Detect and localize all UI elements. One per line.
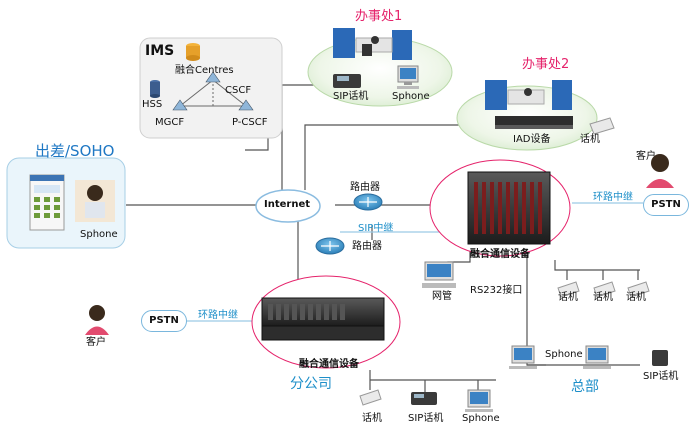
netmgmt-pc-icon bbox=[422, 261, 456, 288]
hss-server-icon bbox=[150, 80, 160, 98]
pcscf-label: P-CSCF bbox=[232, 117, 268, 128]
branch-pstn-cloud: PSTN bbox=[141, 310, 187, 332]
cscf-node-icon bbox=[205, 71, 221, 83]
softphone-window-icon bbox=[29, 174, 65, 231]
branch-sphone-label: Sphone bbox=[462, 413, 500, 424]
hq-sphone-label: Sphone bbox=[545, 349, 583, 360]
cscf-label: CSCF bbox=[225, 85, 252, 96]
ims-centres-label: 融合Centres bbox=[175, 65, 234, 76]
router-icon bbox=[353, 193, 383, 211]
branch-device-label: 融合通信设备 bbox=[299, 359, 359, 370]
branch-phone-label: 话机 bbox=[362, 413, 382, 424]
hq-rack-icon bbox=[467, 171, 551, 245]
office2-desk-scene bbox=[485, 80, 572, 110]
iad-label: IAD设备 bbox=[513, 134, 551, 145]
soho-title: 出差/SOHO bbox=[35, 142, 115, 160]
office1-sphone-label: Sphone bbox=[392, 91, 430, 102]
pcscf-node-icon bbox=[238, 99, 254, 111]
hq-phone1-label: 话机 bbox=[558, 292, 578, 303]
hq-pstn-cloud: PSTN bbox=[643, 194, 689, 216]
internet-label: Internet bbox=[264, 199, 311, 210]
hq-phone-icon-2 bbox=[593, 281, 616, 298]
iad-device-icon bbox=[495, 116, 573, 129]
branch-device-icon bbox=[261, 297, 385, 341]
hq-pc-icon-2 bbox=[583, 345, 611, 369]
customer-left-icon bbox=[85, 305, 109, 335]
hq-sip-phone-label: SIP话机 bbox=[643, 371, 679, 382]
rs232-label: RS232接口 bbox=[470, 285, 523, 296]
connection-lines bbox=[126, 84, 640, 392]
sip-phone-icon bbox=[333, 74, 361, 88]
mgcf-node-icon bbox=[172, 99, 188, 111]
office2-title: 办事处2 bbox=[522, 57, 570, 72]
ims-box bbox=[139, 37, 283, 139]
hss-label: HSS bbox=[142, 99, 163, 110]
office1-desk-scene bbox=[333, 28, 412, 60]
hq-device-label: 融合通信设备 bbox=[470, 249, 530, 260]
hq-phone3-label: 话机 bbox=[626, 292, 646, 303]
internet-cloud bbox=[255, 189, 321, 223]
hq-phone-icon-3 bbox=[627, 281, 650, 298]
router2-label: 路由器 bbox=[352, 241, 382, 252]
hq-phone2-label: 话机 bbox=[593, 292, 613, 303]
cylinder-icon bbox=[186, 43, 200, 61]
office2-phone-icon bbox=[589, 117, 615, 135]
router1-label: 路由器 bbox=[350, 182, 380, 193]
office1-sip-phone-label: SIP话机 bbox=[333, 91, 369, 102]
branch-trunk-label: 环路中继 bbox=[198, 310, 238, 321]
office1-title: 办事处1 bbox=[355, 9, 403, 24]
hq-pc-icon-1 bbox=[509, 345, 537, 369]
trunk-lines bbox=[186, 202, 643, 322]
mgcf-label: MGCF bbox=[155, 117, 185, 128]
branch-customer-label: 客户 bbox=[86, 337, 106, 348]
hq-phone-icon-1 bbox=[557, 281, 580, 298]
customer-right-icon bbox=[646, 154, 674, 188]
sphone-pc-icon bbox=[397, 65, 419, 89]
router-icon bbox=[315, 237, 345, 255]
office2-phone-label: 话机 bbox=[580, 134, 600, 145]
branch-pc-icon bbox=[465, 389, 493, 412]
netmgmt-label: 网管 bbox=[432, 291, 452, 302]
ims-title: IMS bbox=[145, 43, 175, 59]
branch-title: 分公司 bbox=[290, 376, 332, 392]
hq-title: 总部 bbox=[571, 379, 599, 395]
hq-customer-label: 客户 bbox=[636, 151, 656, 162]
soho-sphone-label: Sphone bbox=[80, 229, 118, 240]
hq-sip-phone-icon bbox=[652, 350, 668, 366]
hq-trunk-label: 环路中继 bbox=[593, 192, 633, 203]
soho-user-photo bbox=[75, 180, 115, 222]
branch-sip-phone-icon bbox=[411, 392, 437, 405]
branch-sip-phone-label: SIP话机 bbox=[408, 413, 444, 424]
sip-trunk-label: SIP中继 bbox=[358, 223, 394, 234]
branch-phone-icon bbox=[359, 389, 382, 406]
ims-triangle bbox=[178, 79, 248, 107]
